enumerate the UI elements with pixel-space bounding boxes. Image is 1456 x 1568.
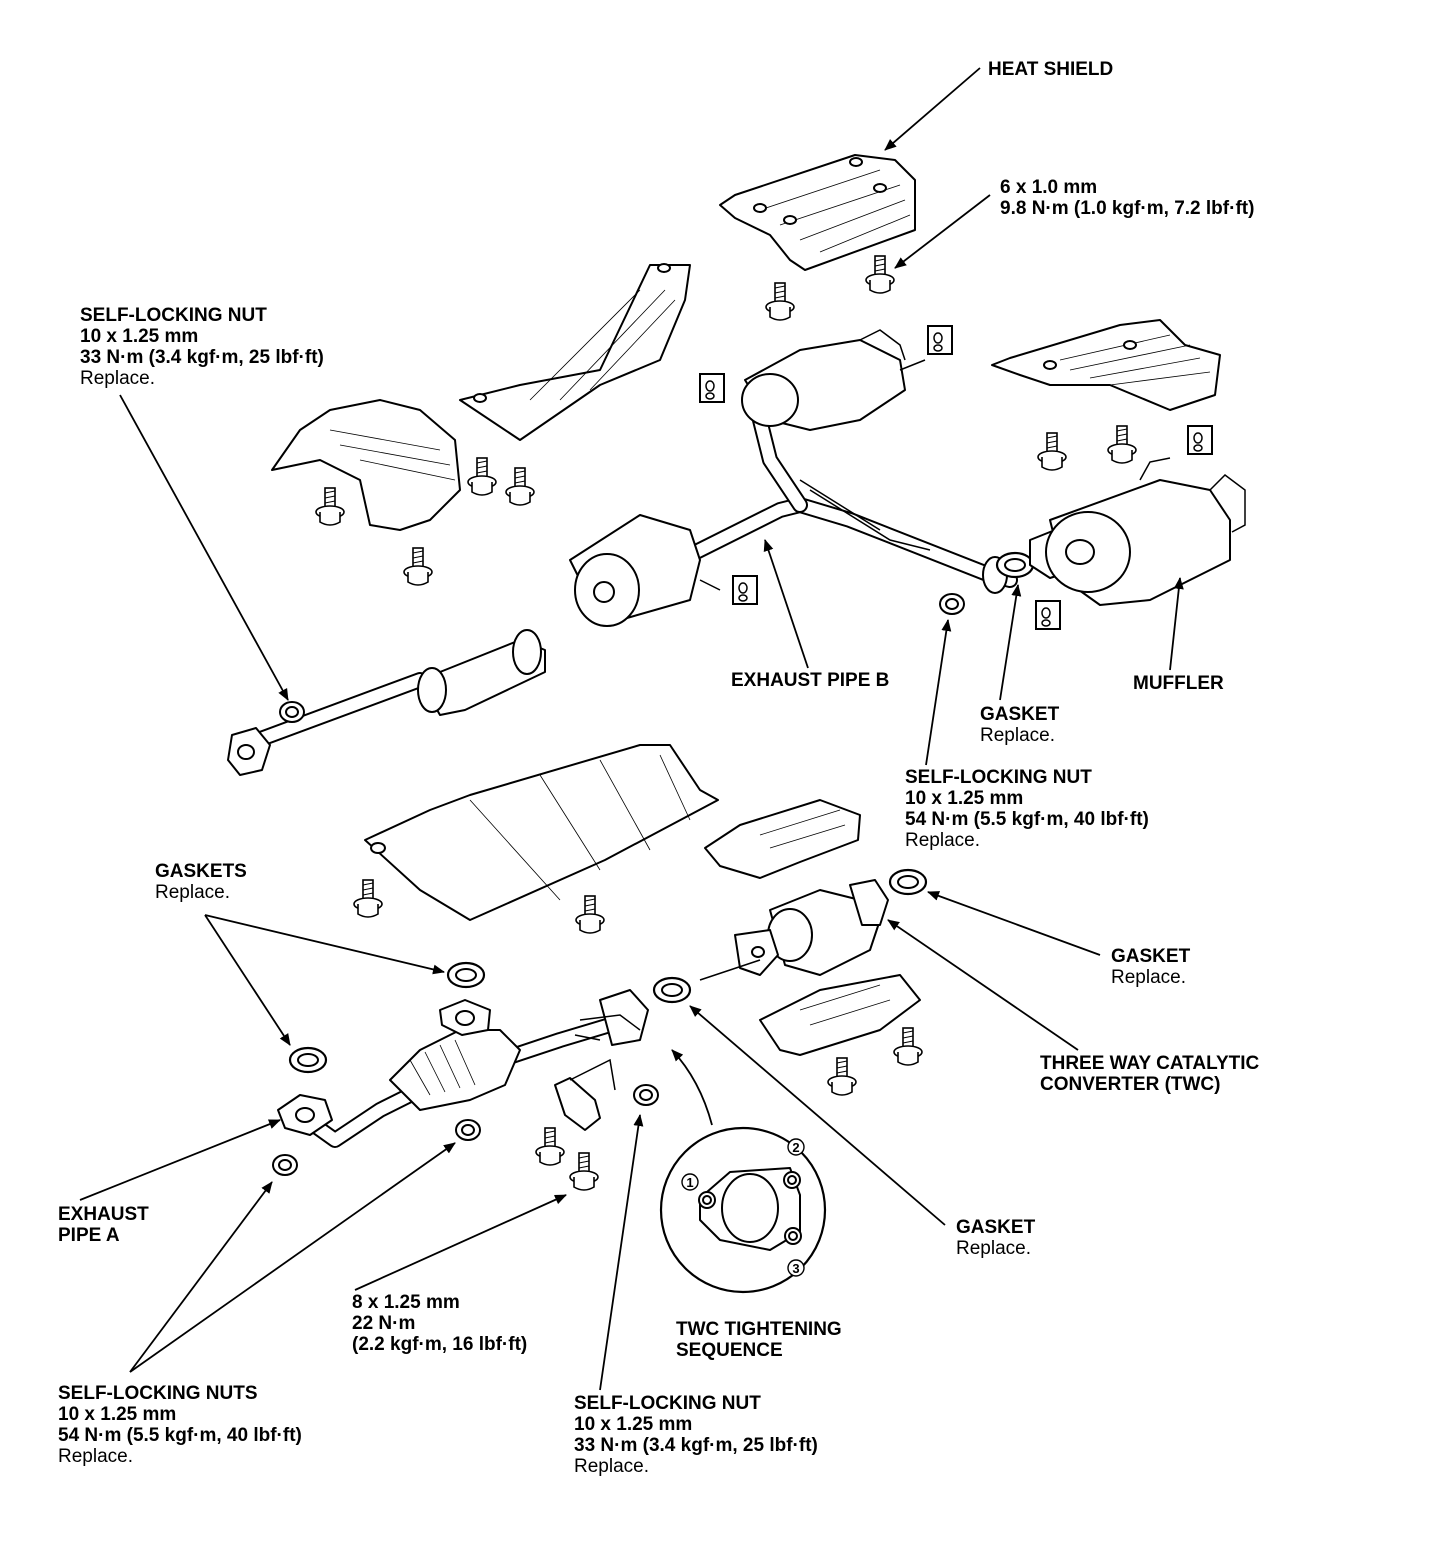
front-shield-bolt-1 xyxy=(403,547,433,586)
label-exhaust-pipe-b-line-1: EXHAUST PIPE B xyxy=(731,670,890,691)
heat-shield-bolt-2 xyxy=(865,255,895,294)
front-shield-bolt-side xyxy=(315,487,345,526)
twc-bolt-2 xyxy=(893,1027,923,1066)
rear-shield-bolt-2 xyxy=(1107,425,1137,464)
pipe-a-nut-3 xyxy=(633,1084,659,1106)
heat-shield-rear xyxy=(991,319,1221,411)
label-nut-front-line-2: 10 x 1.25 mm xyxy=(80,326,199,347)
twc-rear-gasket xyxy=(888,868,928,896)
label-nut-rear-line-3: 54 N·m (5.5 kgf·m, 40 lbf·ft) xyxy=(905,809,1149,830)
label-gasket-twc-rear-note: Replace. xyxy=(1111,967,1186,988)
label-gasket-muffler: GASKET Replace. xyxy=(980,704,1059,746)
label-bolt-8mm-line-1: 8 x 1.25 mm xyxy=(352,1292,460,1313)
label-bolt-8mm-line-3: (2.2 kgf·m, 16 lbf·ft) xyxy=(352,1334,528,1355)
heat-shield-front-left xyxy=(271,399,461,531)
label-nuts-pipe-a-note: Replace. xyxy=(58,1446,133,1467)
label-bolt-8mm: 8 x 1.25 mm 22 N·m (2.2 kgf·m, 16 lbf·ft… xyxy=(352,1292,527,1355)
label-twc-sequence-line-1: TWC TIGHTENING xyxy=(676,1319,842,1340)
label-self-locking-nut-bottom: SELF-LOCKING NUT 10 x 1.25 mm 33 N·m (3.… xyxy=(574,1393,818,1477)
rear-hanger-1 xyxy=(1187,425,1213,455)
label-nut-bottom-note: Replace. xyxy=(574,1456,649,1477)
label-gaskets-front: GASKETS Replace. xyxy=(155,861,247,903)
upper-hanger xyxy=(927,325,953,355)
label-gasket-twc-rear-line-1: GASKET xyxy=(1111,946,1191,967)
label-nuts-pipe-a-line-1: SELF-LOCKING NUTS xyxy=(58,1383,258,1404)
label-nut-rear-note: Replace. xyxy=(905,830,980,851)
label-nut-front-line-3: 33 N·m (3.4 kgf·m, 25 lbf·ft) xyxy=(80,347,324,368)
muffler xyxy=(995,457,1246,606)
exhaust-pipe-b xyxy=(227,329,1018,776)
label-gasket-twc-rear: GASKET Replace. xyxy=(1111,946,1190,988)
seq-number-1: 1 xyxy=(686,1175,693,1190)
seq-number-3: 3 xyxy=(792,1261,799,1276)
label-heat-shield: HEAT SHIELD xyxy=(988,59,1113,80)
pipe-a-gasket-upper xyxy=(446,961,486,989)
label-gasket-twc-front-line-1: GASKET xyxy=(956,1217,1036,1238)
heat-shield-front-mid xyxy=(459,263,691,441)
label-bolt-8mm-line-2: 22 N·m xyxy=(352,1313,416,1334)
label-exhaust-pipe-a: EXHAUST PIPE A xyxy=(58,1204,149,1246)
pipe-a-gasket-lower xyxy=(288,1046,328,1074)
label-twc-sequence: TWC TIGHTENING SEQUENCE xyxy=(676,1319,842,1361)
label-bolt-6mm-line-2: 9.8 N·m (1.0 kgf·m, 7.2 lbf·ft) xyxy=(1000,198,1255,219)
label-twc: THREE WAY CATALYTIC CONVERTER (TWC) xyxy=(1040,1053,1259,1095)
label-nut-rear-line-1: SELF-LOCKING NUT xyxy=(905,767,1092,788)
label-gasket-twc-front-note: Replace. xyxy=(956,1238,1031,1259)
front-shield-bolt-2 xyxy=(467,457,497,496)
lower-shield-bolt-1 xyxy=(353,879,383,918)
label-twc-line-1: THREE WAY CATALYTIC xyxy=(1040,1053,1260,1074)
pipe-b-front-nut xyxy=(279,701,305,723)
pipe-b-rear-nut xyxy=(939,593,965,615)
heat-shield-bolt-1 xyxy=(765,282,795,321)
label-nut-front-note: Replace. xyxy=(80,368,155,389)
label-twc-sequence-line-2: SEQUENCE xyxy=(676,1340,783,1361)
label-gasket-twc-front: GASKET Replace. xyxy=(956,1217,1035,1259)
label-bolt-6mm: 6 x 1.0 mm 9.8 N·m (1.0 kgf·m, 7.2 lbf·f… xyxy=(1000,177,1254,219)
label-nut-bottom-line-1: SELF-LOCKING NUT xyxy=(574,1393,761,1414)
label-nut-bottom-line-2: 10 x 1.25 mm xyxy=(574,1414,693,1435)
front-shield-bolt-3 xyxy=(505,467,535,506)
seq-number-2: 2 xyxy=(792,1140,799,1155)
twc-bolt-1 xyxy=(827,1057,857,1096)
pipe-b-hanger-rear xyxy=(1035,600,1061,630)
label-gaskets-front-note: Replace. xyxy=(155,882,230,903)
pipe-a-bolt-2 xyxy=(569,1152,599,1191)
label-exhaust-pipe-a-line-1: EXHAUST xyxy=(58,1204,149,1225)
label-nuts-pipe-a-line-2: 10 x 1.25 mm xyxy=(58,1404,177,1425)
label-bolt-6mm-line-1: 6 x 1.0 mm xyxy=(1000,177,1098,198)
twc-front-gasket xyxy=(652,976,692,1004)
pipe-b-hanger xyxy=(732,575,758,605)
heat-shield-lower xyxy=(364,744,719,921)
label-self-locking-nut-front: SELF-LOCKING NUT 10 x 1.25 mm 33 N·m (3.… xyxy=(80,305,324,389)
label-gaskets-front-line-1: GASKETS xyxy=(155,861,247,882)
rear-shield-bolt-1 xyxy=(1037,432,1067,471)
mid-hanger-1 xyxy=(699,373,725,403)
heat-shield-top xyxy=(719,154,916,271)
three-way-catalytic-converter xyxy=(704,799,921,1056)
twc-tightening-sequence-detail: 1 2 3 xyxy=(659,1126,827,1294)
label-muffler: MUFFLER xyxy=(1133,673,1224,694)
label-nut-front-line-1: SELF-LOCKING NUT xyxy=(80,305,267,326)
pipe-a-bolt-1 xyxy=(535,1127,565,1166)
leader-lines xyxy=(79,67,1184,1391)
label-nuts-pipe-a-line-3: 54 N·m (5.5 kgf·m, 40 lbf·ft) xyxy=(58,1425,302,1446)
label-exhaust-pipe-a-line-2: PIPE A xyxy=(58,1225,120,1246)
label-gasket-muffler-note: Replace. xyxy=(980,725,1055,746)
label-muffler-line-1: MUFFLER xyxy=(1133,673,1224,694)
label-nut-rear-line-2: 10 x 1.25 mm xyxy=(905,788,1024,809)
pipe-a-nut-1 xyxy=(455,1119,481,1141)
exhaust-pipe-a xyxy=(277,989,649,1148)
pipe-a-nut-2 xyxy=(272,1154,298,1176)
label-nut-bottom-line-3: 33 N·m (3.4 kgf·m, 25 lbf·ft) xyxy=(574,1435,818,1456)
label-self-locking-nut-rear: SELF-LOCKING NUT 10 x 1.25 mm 54 N·m (5.… xyxy=(905,767,1149,851)
label-gasket-muffler-line-1: GASKET xyxy=(980,704,1060,725)
label-self-locking-nuts-pipe-a: SELF-LOCKING NUTS 10 x 1.25 mm 54 N·m (5… xyxy=(58,1383,302,1467)
label-heat-shield-line-1: HEAT SHIELD xyxy=(988,59,1114,80)
lower-shield-bolt-2 xyxy=(575,895,605,934)
label-exhaust-pipe-b: EXHAUST PIPE B xyxy=(731,670,889,691)
label-twc-line-2: CONVERTER (TWC) xyxy=(1040,1074,1221,1095)
pipe-a-bracket xyxy=(554,1058,616,1131)
